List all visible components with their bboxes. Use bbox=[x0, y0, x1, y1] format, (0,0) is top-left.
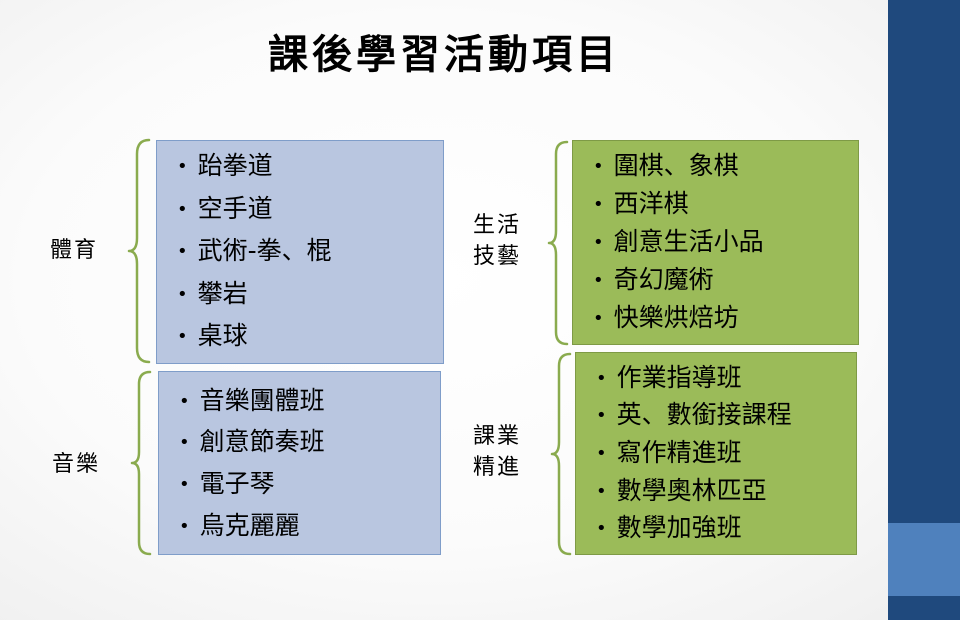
bullet-icon: • bbox=[596, 481, 607, 502]
list-item: •數學奧林匹亞 bbox=[596, 476, 767, 505]
bullet-icon: • bbox=[177, 284, 188, 305]
list-item: •烏克麗麗 bbox=[179, 511, 300, 540]
list-item: •攀岩 bbox=[177, 279, 248, 308]
list-item: •桌球 bbox=[177, 321, 248, 350]
list-item: •圍棋、象棋 bbox=[593, 151, 739, 180]
list-item: •空手道 bbox=[177, 194, 273, 223]
brace-sports bbox=[127, 138, 151, 364]
bullet-icon: • bbox=[593, 156, 604, 177]
brace-life-skills bbox=[547, 140, 569, 346]
list-item: •電子琴 bbox=[179, 469, 275, 498]
brace-academics bbox=[550, 352, 572, 556]
bullet-icon: • bbox=[596, 443, 607, 464]
bullet-icon: • bbox=[179, 391, 190, 412]
bullet-icon: • bbox=[177, 326, 188, 347]
bullet-icon: • bbox=[593, 194, 604, 215]
bullet-icon: • bbox=[177, 199, 188, 220]
bullet-icon: • bbox=[596, 405, 607, 426]
category-label-sports: 體育 bbox=[50, 238, 99, 263]
list-item: •創意生活小品 bbox=[593, 227, 764, 256]
bullet-icon: • bbox=[179, 432, 190, 453]
bullet-icon: • bbox=[596, 368, 607, 389]
box-music: •音樂團體班 •創意節奏班 •電子琴 •烏克麗麗 bbox=[158, 371, 441, 555]
list-item: •奇幻魔術 bbox=[593, 265, 714, 294]
sidebar-light-band bbox=[888, 523, 960, 596]
bullet-icon: • bbox=[177, 156, 188, 177]
list-item: •作業指導班 bbox=[596, 363, 742, 392]
list-item: •快樂烘焙坊 bbox=[593, 303, 739, 332]
box-sports: •跆拳道 •空手道 •武術-拳、棍 •攀岩 •桌球 bbox=[156, 140, 444, 364]
bullet-icon: • bbox=[179, 516, 190, 537]
list-item: •英、數銜接課程 bbox=[596, 400, 792, 429]
list-item: •創意節奏班 bbox=[179, 427, 325, 456]
bullet-icon: • bbox=[177, 241, 188, 262]
page-title: 課後學習活動項目 bbox=[268, 32, 620, 78]
list-item: •寫作精進班 bbox=[596, 438, 742, 467]
bullet-icon: • bbox=[593, 270, 604, 291]
bullet-icon: • bbox=[596, 518, 607, 539]
box-academics: •作業指導班 •英、數銜接課程 •寫作精進班 •數學奧林匹亞 •數學加強班 bbox=[575, 352, 857, 555]
category-label-academics: 課業 精進 bbox=[473, 424, 522, 480]
bullet-icon: • bbox=[593, 232, 604, 253]
category-label-music: 音樂 bbox=[52, 452, 101, 477]
list-item: •音樂團體班 bbox=[179, 386, 325, 415]
category-label-life-skills: 生活 技藝 bbox=[473, 213, 522, 269]
brace-music bbox=[130, 370, 152, 556]
bullet-icon: • bbox=[179, 474, 190, 495]
bullet-icon: • bbox=[593, 308, 604, 329]
list-item: •跆拳道 bbox=[177, 151, 273, 180]
list-item: •武術-拳、棍 bbox=[177, 236, 332, 265]
sidebar-dark-bottom bbox=[888, 596, 960, 620]
list-item: •數學加強班 bbox=[596, 513, 742, 542]
box-life-skills: •圍棋、象棋 •西洋棋 •創意生活小品 •奇幻魔術 •快樂烘焙坊 bbox=[572, 140, 859, 345]
list-item: •西洋棋 bbox=[593, 189, 689, 218]
sidebar-dark-top bbox=[888, 0, 960, 523]
